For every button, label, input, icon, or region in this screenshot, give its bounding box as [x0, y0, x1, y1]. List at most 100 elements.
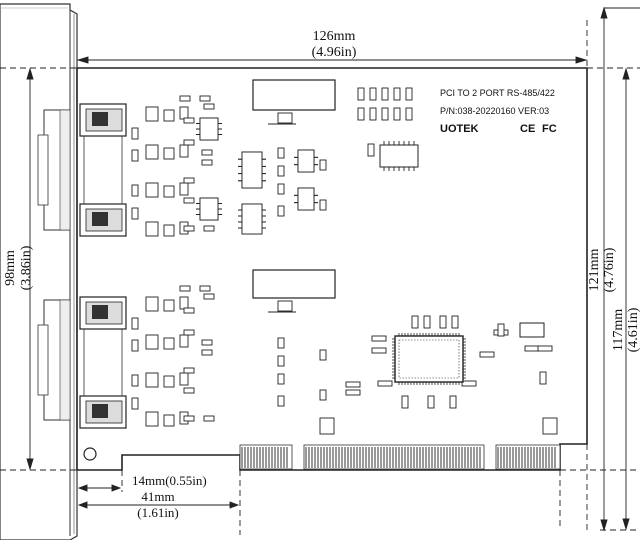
capacitor [277, 337, 285, 349]
resistor [163, 109, 175, 122]
resistor-array [369, 107, 377, 121]
smd-resistor [183, 387, 195, 394]
capacitor [319, 349, 327, 361]
resistor-array [393, 87, 401, 101]
soic-chip [379, 141, 419, 171]
capacitor [411, 315, 419, 329]
smd-resistor [203, 415, 215, 422]
left-height-dimension [26, 67, 34, 471]
capacitor [277, 373, 285, 385]
right-outer-height-dimension [622, 67, 630, 531]
smd-resistor [183, 139, 195, 146]
smd-resistor [179, 95, 191, 102]
smd-resistor [203, 293, 215, 300]
resistor-array [405, 107, 413, 121]
smd-pad [319, 417, 335, 435]
resistor [179, 182, 189, 196]
capacitor [277, 355, 285, 367]
width-dimension [76, 56, 588, 64]
resistor [163, 375, 175, 388]
capacitor [277, 395, 285, 407]
resistor [163, 414, 175, 427]
transceiver-chip [199, 197, 219, 221]
resistor-array [381, 87, 389, 101]
right-outer-height-in-label: (4.61in) [626, 307, 640, 352]
width-in-label: (4.96in) [312, 45, 357, 60]
smd-resistor [183, 307, 195, 314]
right-outer-height-mm-label: 117mm [611, 309, 626, 351]
bottom-large-in-label: (1.61in) [137, 505, 179, 520]
brand-logo: UOTEK [440, 123, 479, 135]
capacitor [145, 106, 159, 122]
capacitor [145, 182, 159, 198]
bottom-small-label: 14mm(0.55in) [132, 473, 207, 488]
bottom-small-dimension [77, 484, 122, 492]
mounting-hole [83, 447, 97, 461]
smd-resistor [524, 345, 540, 352]
capacitor [539, 371, 547, 385]
capacitor [277, 147, 285, 159]
capacitor [131, 149, 139, 162]
bottom-large-dimension [77, 501, 240, 509]
controller-chip [392, 333, 466, 385]
resistor-array [381, 107, 389, 121]
optocoupler [297, 149, 315, 173]
resistor [179, 372, 189, 386]
resistor [179, 144, 189, 158]
smd-resistor [203, 225, 215, 232]
pci-edge-connector [239, 444, 561, 470]
smd-resistor [377, 380, 393, 387]
smd-resistor [201, 339, 213, 346]
resistor [179, 334, 189, 348]
resistor [179, 106, 189, 120]
capacitor [449, 395, 457, 409]
smd-resistor [537, 345, 553, 352]
capacitor [277, 165, 285, 177]
resistor [163, 147, 175, 160]
resistor-array [393, 107, 401, 121]
resistor-array [357, 87, 365, 101]
width-mm-label: 126mm [313, 29, 356, 44]
capacitor [131, 127, 139, 140]
dimension-extension-lines [0, 20, 640, 535]
capacitor [319, 389, 327, 401]
capacitor [319, 199, 327, 211]
smd-resistor [183, 329, 195, 336]
smd-resistor [345, 389, 361, 396]
capacitor [423, 315, 431, 329]
capacitor [145, 296, 159, 312]
capacitor [131, 207, 139, 220]
resistor [163, 299, 175, 312]
capacitor [497, 323, 505, 337]
smd-pad [542, 417, 558, 435]
smd-resistor [203, 103, 215, 110]
right-inner-height-in-label: (4.76in) [602, 247, 617, 292]
transceiver-chip [199, 117, 219, 141]
bottom-large-mm-label: 41mm [141, 489, 174, 504]
right-inner-height-dimension [600, 6, 608, 532]
smd-resistor [201, 349, 213, 356]
optocoupler [297, 187, 315, 211]
smd-resistor [199, 285, 211, 292]
header-block-1 [252, 79, 336, 125]
ce-mark: CE [520, 123, 535, 135]
db9-connector-port-1 [37, 103, 127, 237]
capacitor [401, 395, 409, 409]
resistor [179, 296, 189, 310]
pcb-components [131, 87, 553, 427]
left-height-mm-label: 98mm [3, 250, 18, 286]
db9-connector-port-2 [37, 296, 127, 429]
smd-resistor [183, 225, 195, 232]
capacitor [145, 411, 159, 427]
smd-resistor [461, 380, 477, 387]
capacitor [319, 159, 327, 171]
header-block-2 [252, 269, 336, 313]
resistor-array [369, 87, 377, 101]
capacitor [277, 183, 285, 195]
crystal-oscillator [519, 322, 545, 338]
smd-resistor [201, 159, 213, 166]
capacitor [451, 315, 459, 329]
smd-resistor [183, 415, 195, 422]
smd-resistor [199, 95, 211, 102]
